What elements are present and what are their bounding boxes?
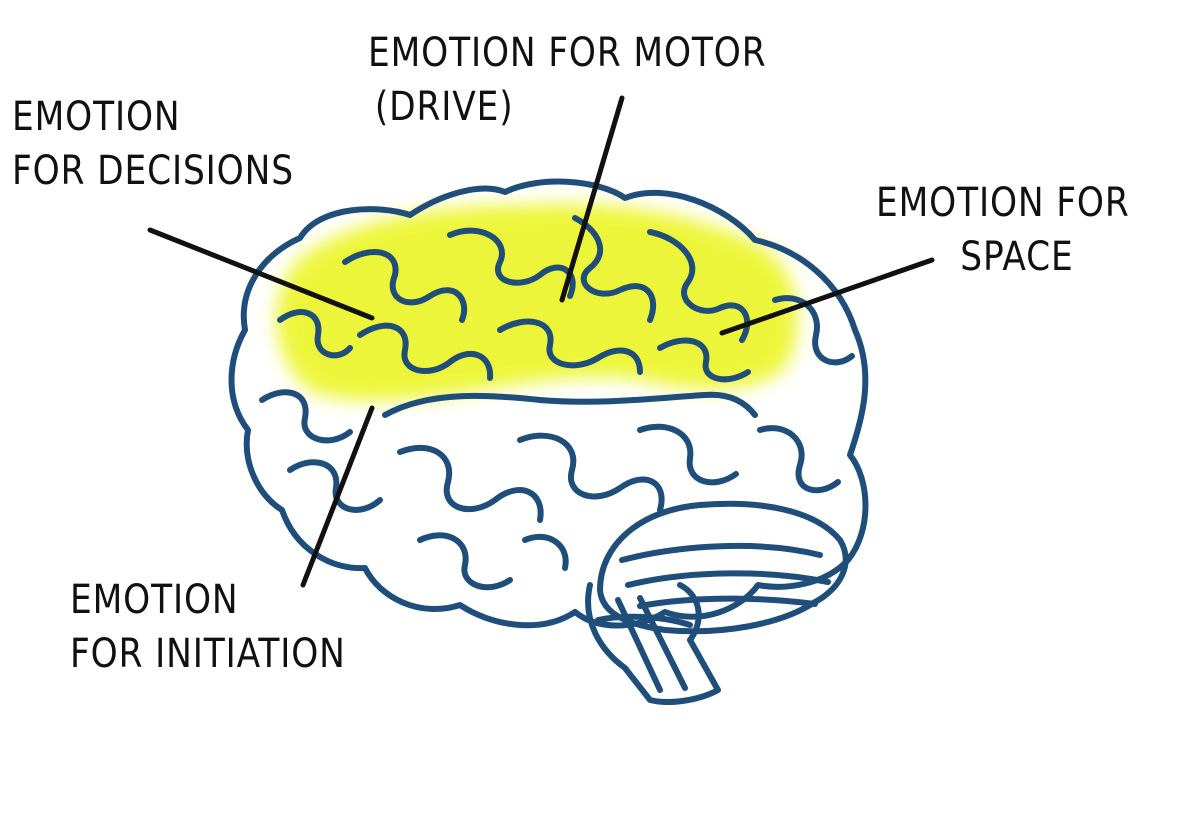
sulcus-9: [259, 389, 353, 444]
label-initiation-line-1: EMOTION: [70, 577, 239, 623]
label-emotion-for-decisions: EMOTION FOR DECISIONS: [12, 90, 294, 198]
pointer-lines: [147, 95, 935, 588]
sulcus-10: [287, 459, 383, 513]
sulcus-17: [522, 533, 569, 571]
cerebellum: [597, 500, 849, 635]
label-motor-line-1: EMOTION FOR MOTOR: [368, 30, 767, 76]
brain-stem: [585, 582, 721, 705]
lateral-fissure: [382, 391, 758, 418]
sulcus-16: [417, 532, 513, 591]
cerebellum-fold-1: [619, 542, 823, 563]
sulcus-15: [772, 295, 855, 366]
label-decisions-line-1: EMOTION: [12, 94, 181, 140]
label-initiation-line-2: FOR INITIATION: [70, 631, 346, 677]
pointer-initiation: [300, 405, 375, 588]
pointer-motor: [559, 95, 625, 303]
brain-stem-stripe-3: [595, 613, 693, 628]
sulcus-2: [447, 227, 576, 299]
sulcus-8: [277, 309, 353, 359]
label-space-line-2: SPACE: [960, 234, 1074, 280]
sulcus-4: [647, 229, 751, 343]
brain-stem-stripe-2: [637, 595, 688, 691]
sulcus-13: [637, 423, 739, 486]
cerebrum-outline: [228, 178, 869, 629]
sulcus-6: [497, 318, 643, 375]
label-motor-line-2: (DRIVE): [374, 84, 514, 130]
sulcus-7: [657, 337, 751, 383]
cerebellum-fold-2: [625, 570, 831, 588]
sulcus-12: [517, 432, 665, 513]
sulcus-14: [757, 425, 841, 494]
label-emotion-for-space: EMOTION FOR SPACE: [876, 176, 1130, 284]
sulcus-5: [357, 322, 494, 381]
label-decisions-line-2: FOR DECISIONS: [12, 148, 294, 194]
highlight-band: [275, 203, 798, 401]
brain-outline: [228, 178, 869, 705]
sulcus-3: [572, 215, 657, 323]
label-emotion-for-initiation: EMOTION FOR INITIATION: [70, 573, 346, 681]
sulcus-1: [342, 249, 468, 323]
label-emotion-for-motor: EMOTION FOR MOTOR (DRIVE): [368, 26, 766, 134]
label-space-line-1: EMOTION FOR: [876, 180, 1130, 226]
sulcus-11: [397, 444, 544, 523]
pointer-space: [719, 257, 935, 336]
pointer-decisions: [147, 227, 375, 321]
brain-stem-stripe-1: [615, 597, 663, 693]
cerebellum-fold-3: [637, 595, 818, 609]
